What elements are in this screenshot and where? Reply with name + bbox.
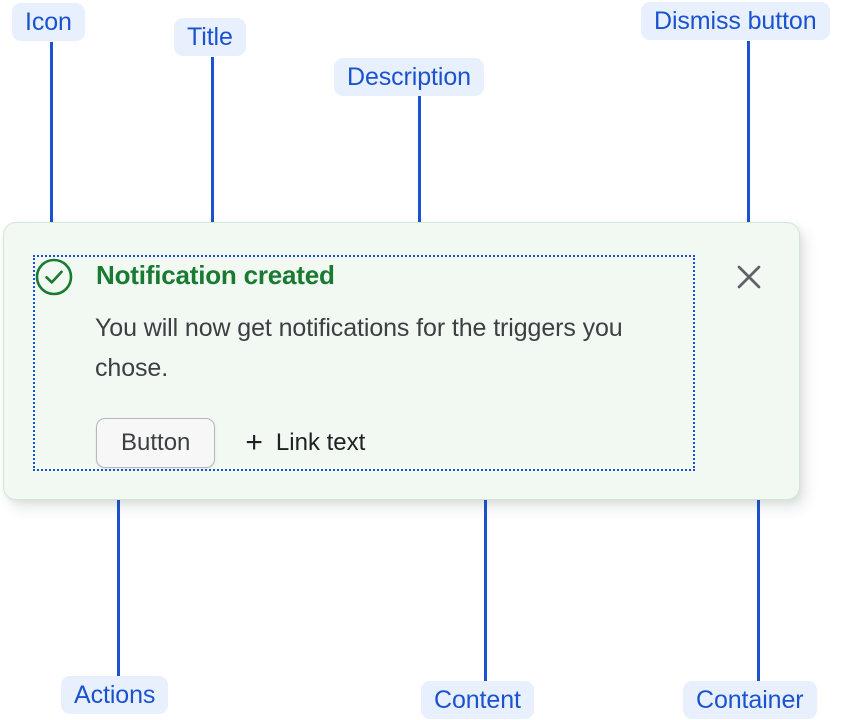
leader-line-description (418, 96, 421, 299)
dismiss-button[interactable] (730, 258, 768, 296)
content-region-highlight (33, 255, 695, 471)
link-action-label: Link text (275, 429, 366, 456)
plus-icon: + (245, 426, 263, 459)
leader-line-container (757, 472, 760, 682)
annotation-label-actions: Actions (61, 676, 169, 714)
leader-line-dismiss (747, 41, 750, 249)
notification-title: Notification created (96, 260, 335, 290)
primary-action-button[interactable]: Button (96, 418, 216, 468)
annotation-label-title: Title (174, 18, 246, 56)
annotation-label-icon: Icon (12, 3, 85, 41)
leader-line-actions (117, 467, 120, 679)
annotation-label-description: Description (334, 58, 484, 96)
leader-line-content (484, 472, 487, 682)
check-circle-icon (34, 257, 74, 297)
notification-actions: Button + Link text (96, 418, 365, 468)
leader-line-title (211, 57, 214, 263)
annotation-label-dismiss: Dismiss button (641, 2, 830, 40)
notification-description: You will now get notifications for the t… (95, 314, 623, 382)
annotation-label-container: Container (683, 681, 817, 719)
leader-line-icon (50, 42, 53, 250)
link-action[interactable]: + Link text (245, 426, 366, 459)
annotation-label-content: Content (421, 681, 534, 719)
